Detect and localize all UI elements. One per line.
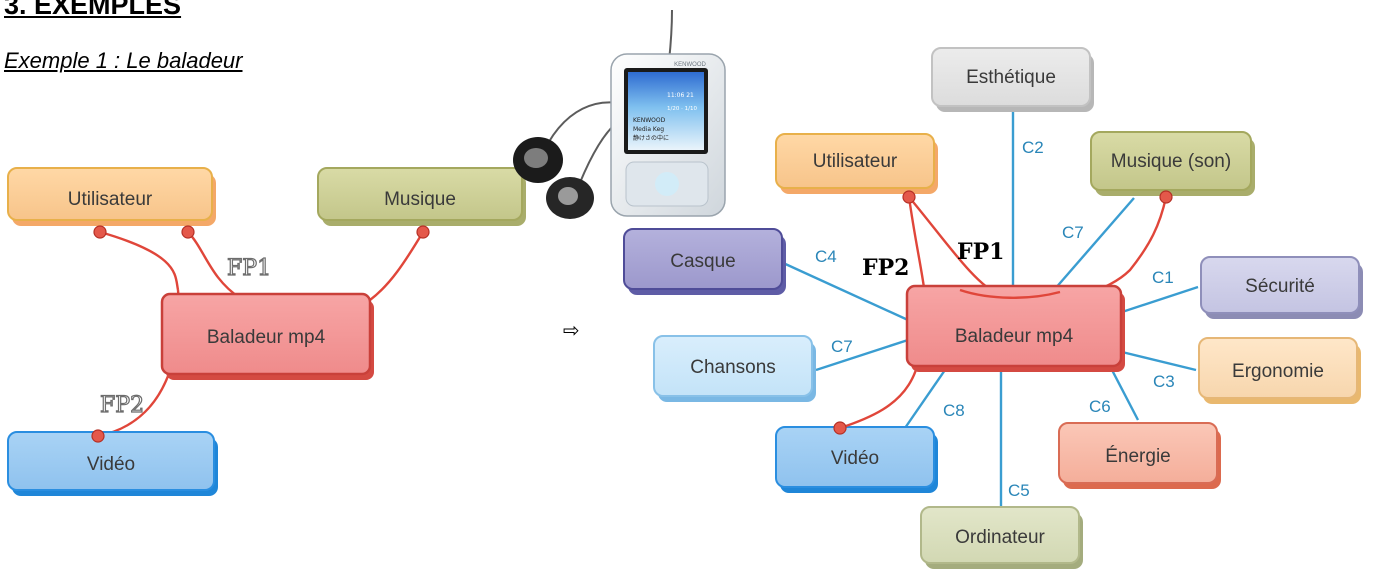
right-musique-son-label: Musique (son): [1111, 151, 1231, 172]
right-c7-top-label: C7: [1062, 223, 1084, 242]
left-diagram: Utilisateur Musique Baladeur mp4 Vidéo F…: [7, 167, 526, 496]
left-fp1-label: FP1: [227, 256, 271, 281]
right-c2-label: C2: [1022, 138, 1044, 157]
left-fp1-curve-2: [187, 231, 241, 299]
right-securite-label: Sécurité: [1245, 276, 1315, 297]
right-connection-dots: [833, 190, 1173, 435]
right-diagram: Esthétique Utilisateur Musique (son) Cas…: [623, 47, 1363, 569]
right-chansons-label: Chansons: [690, 357, 776, 378]
left-node-utilisateur: Utilisateur: [7, 167, 216, 226]
right-node-chansons: Chansons: [653, 335, 816, 402]
right-energie-label: Énergie: [1105, 446, 1171, 467]
left-utilisateur-label: Utilisateur: [68, 189, 153, 210]
right-fp2-label: FP2: [862, 255, 909, 281]
right-ergonomie-label: Ergonomie: [1232, 361, 1324, 382]
right-c1-label: C1: [1152, 268, 1174, 287]
right-fp1-label: FP1: [957, 239, 1004, 265]
right-node-energie: Énergie: [1058, 422, 1221, 489]
right-video-label: Vidéo: [831, 448, 879, 469]
left-fp1-curve: [99, 230, 180, 291]
right-constraint-lines: [780, 112, 1199, 510]
right-c8-label: C8: [943, 401, 965, 420]
right-ordinateur-label: Ordinateur: [955, 527, 1045, 548]
right-fp2-curve: [907, 196, 927, 296]
right-utilisateur-label: Utilisateur: [813, 151, 898, 172]
right-node-utilisateur: Utilisateur: [775, 133, 938, 194]
player-screen-line-4: Media Keg: [633, 126, 664, 133]
right-baladeur-label: Baladeur mp4: [955, 326, 1074, 347]
right-node-esthetique: Esthétique: [931, 47, 1094, 112]
right-node-video: Vidéo: [775, 426, 938, 493]
right-esthetique-label: Esthétique: [966, 67, 1056, 88]
player-screen-line-5: 静けさの中に: [633, 134, 669, 142]
player-brand: KENWOOD: [674, 62, 706, 68]
right-node-casque: Casque: [623, 228, 786, 295]
right-c4-label: C4: [815, 247, 837, 266]
mp4-player-image: KENWOOD 11:06 21 1/20 · 1/10 KENWOOD Med…: [513, 9, 726, 219]
right-node-securite: Sécurité: [1200, 256, 1363, 319]
left-connection-dots: [91, 225, 430, 443]
player-screen-line-2: 1/20 · 1/10: [667, 106, 697, 112]
left-fp2-label: FP2: [100, 393, 144, 418]
left-baladeur-label: Baladeur mp4: [207, 327, 326, 348]
right-node-ergonomie: Ergonomie: [1198, 337, 1361, 404]
right-node-ordinateur: Ordinateur: [920, 506, 1083, 569]
right-arrow-icon: ⇨: [563, 318, 580, 342]
right-node-musique-son: Musique (son): [1090, 131, 1255, 196]
player-screen-line-3: KENWOOD: [633, 117, 666, 124]
right-node-baladeur: Baladeur mp4: [905, 284, 1125, 372]
right-c3-label: C3: [1153, 372, 1175, 391]
right-fp1-overlay: [959, 288, 1061, 299]
section-heading: 3. EXEMPLES: [4, 0, 182, 20]
player-screen-line-1: 11:06 21: [667, 92, 694, 99]
left-node-musique: Musique: [317, 167, 526, 226]
left-node-baladeur: Baladeur mp4: [160, 292, 374, 380]
left-musique-label: Musique: [384, 189, 456, 210]
left-video-label: Vidéo: [87, 454, 135, 475]
right-c7-left-label: C7: [831, 337, 853, 356]
right-c5-label: C5: [1008, 481, 1030, 500]
example-subheading: Exemple 1 : Le baladeur: [4, 48, 243, 73]
right-c6-label: C6: [1089, 397, 1111, 416]
left-node-video: Vidéo: [7, 431, 218, 496]
right-casque-label: Casque: [670, 251, 736, 272]
